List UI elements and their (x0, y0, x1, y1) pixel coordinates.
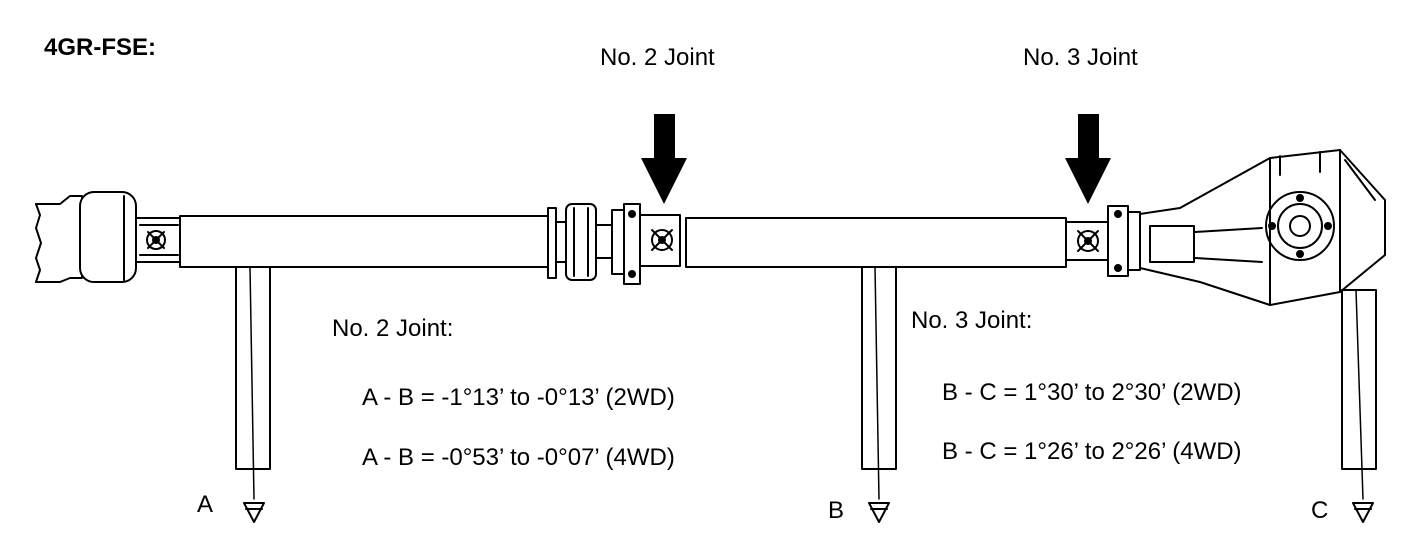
front-propeller-shaft (179, 215, 551, 268)
no3-joint-spec-2wd: B - C = 1°30’ to 2°30’ (2WD) (942, 379, 1242, 406)
no3-joint-spec-4wd: B - C = 1°26’ to 2°26’ (4WD) (942, 438, 1242, 465)
no3-joint-callout: No. 3 Joint (1023, 44, 1138, 71)
differential-housing (1139, 149, 1386, 306)
plumb-bob-icon (868, 502, 890, 523)
plumb-bob-icon (243, 502, 265, 523)
no2-joint-spec-4wd: A - B = -0°53’ to -0°07’ (4WD) (362, 444, 675, 471)
no2-joint-callout: No. 2 Joint (600, 44, 715, 71)
transmission-housing (35, 191, 137, 283)
rear-propeller-shaft (685, 217, 1067, 268)
down-arrow-icon (641, 114, 687, 204)
no3-universal-joint (1065, 205, 1141, 277)
front-universal-joint (135, 217, 183, 263)
point-label-a: A (197, 491, 214, 518)
no2-joint-spec-heading: No. 2 Joint: (332, 315, 454, 342)
no3-joint-spec-heading: No. 3 Joint: (911, 307, 1033, 334)
gauge-block-b (861, 266, 897, 470)
down-arrow-icon (1065, 114, 1111, 204)
center-bearing (547, 203, 627, 281)
gauge-block-c (1341, 289, 1377, 470)
plumb-bob-icon (1352, 502, 1374, 523)
page-title: 4GR-FSE: (44, 34, 157, 61)
point-label-b: B (828, 497, 845, 524)
no2-joint-spec-2wd: A - B = -1°13’ to -0°13’ (2WD) (362, 384, 675, 411)
no2-universal-joint (623, 203, 681, 285)
point-label-c: C (1311, 497, 1329, 524)
